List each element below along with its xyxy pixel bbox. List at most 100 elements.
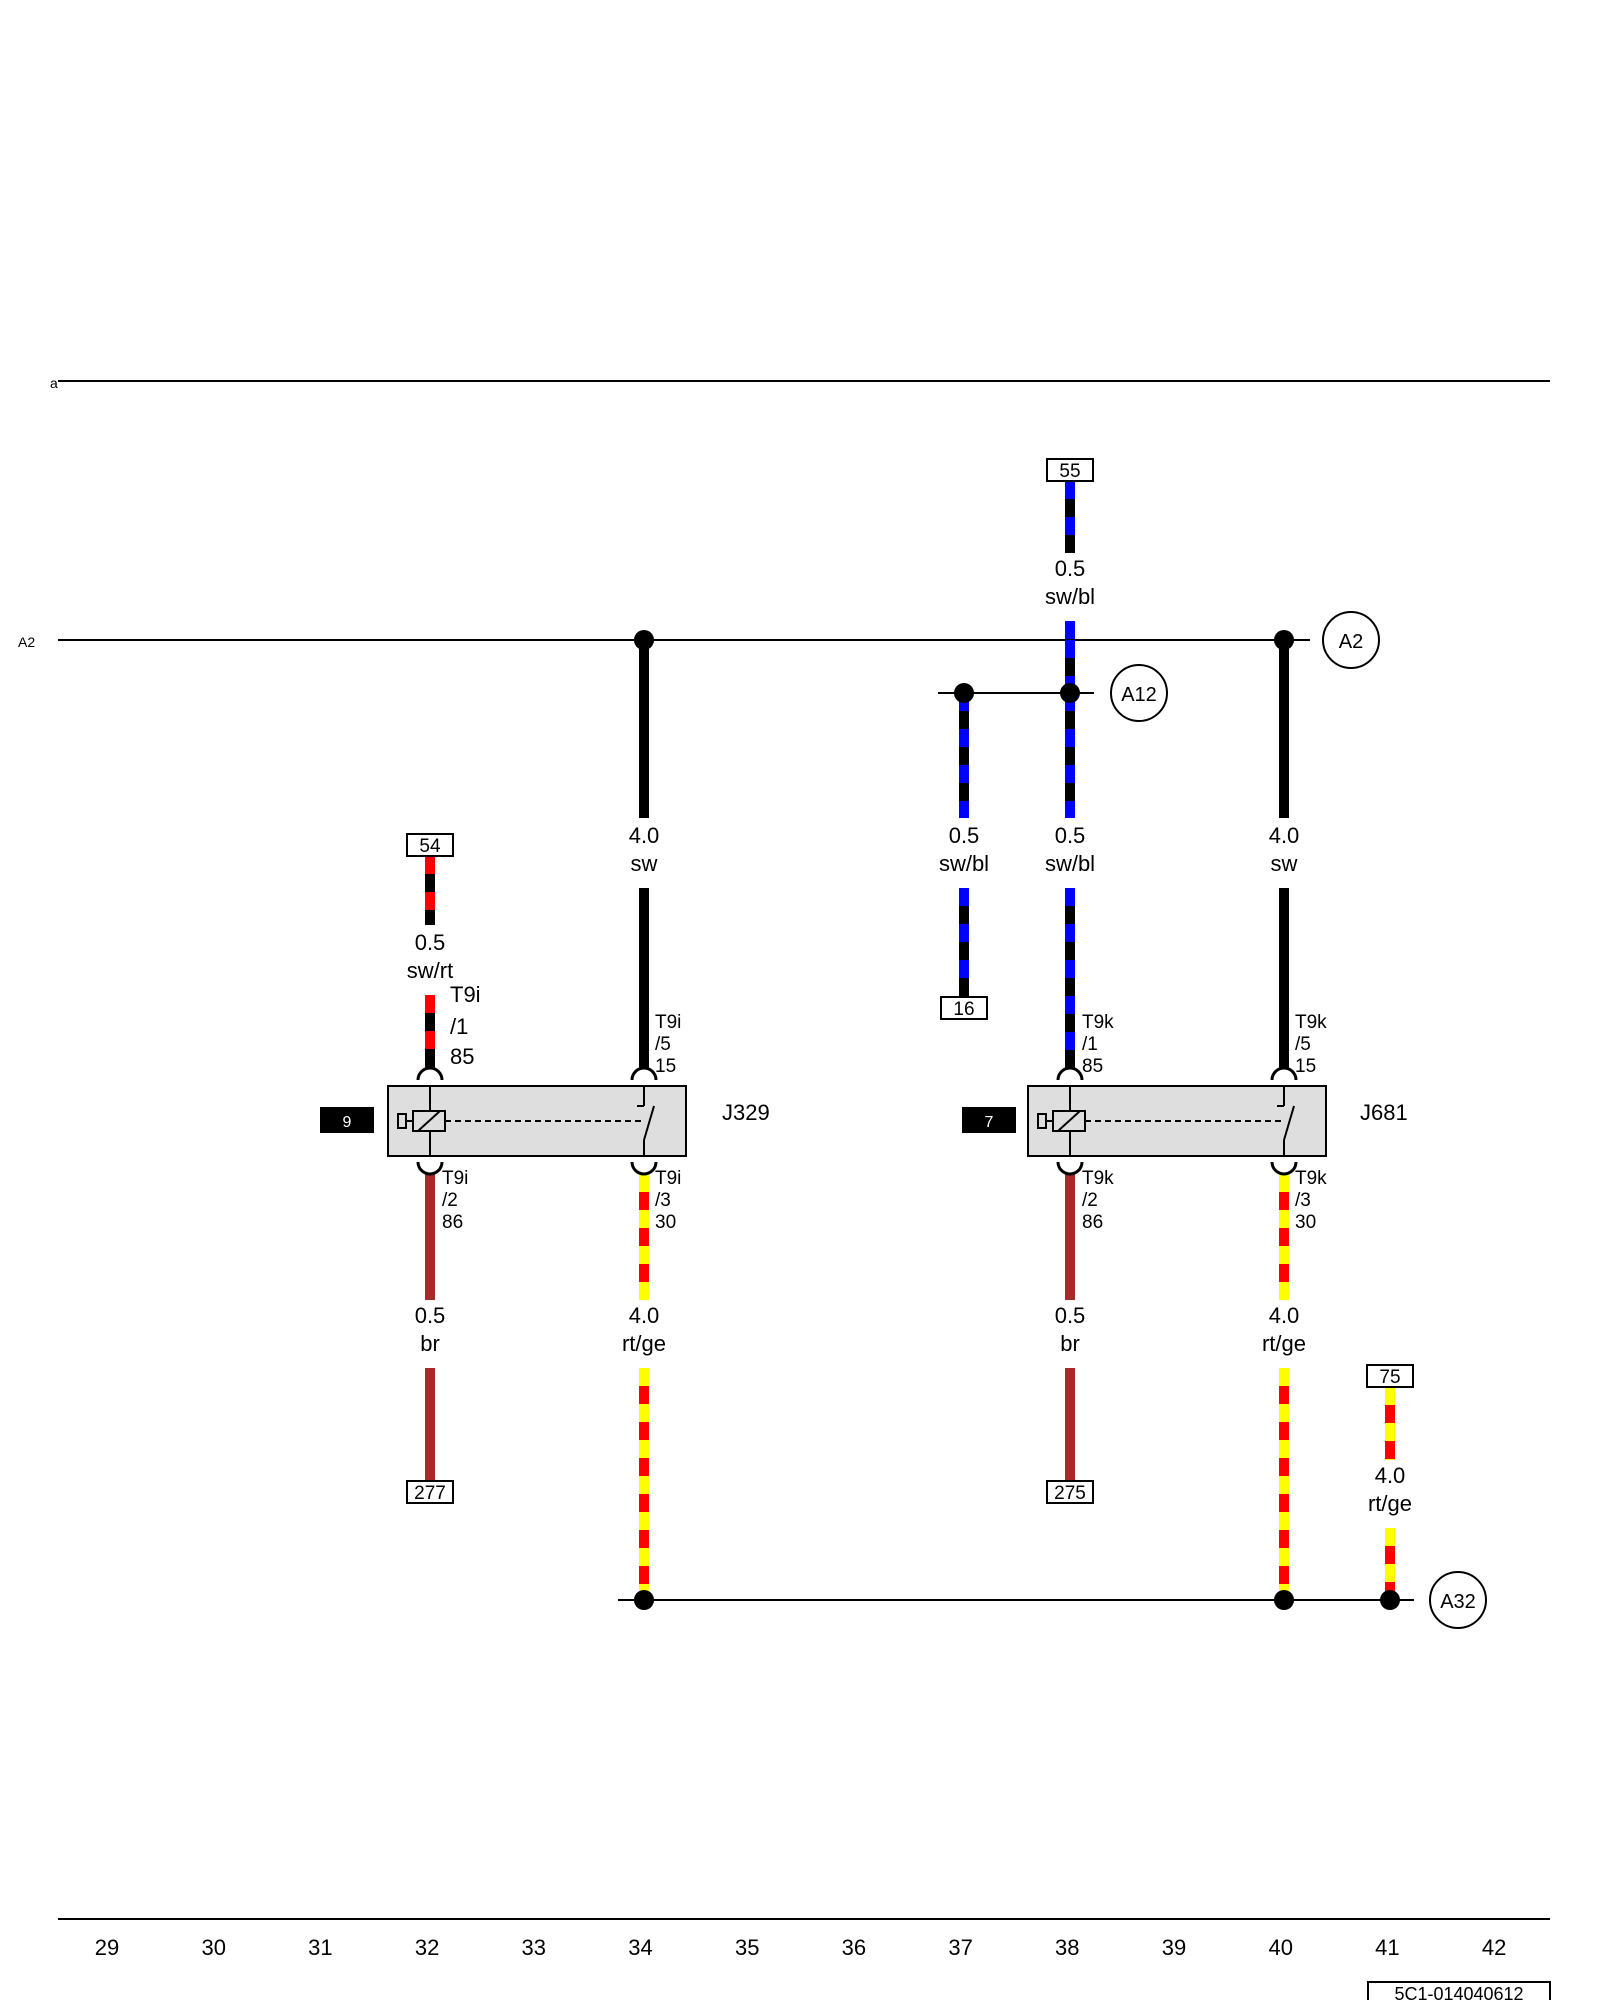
column-number: 30 bbox=[201, 1935, 225, 1960]
svg-text:rt/ge: rt/ge bbox=[1368, 1491, 1412, 1516]
junction-dot bbox=[1274, 1590, 1294, 1610]
pin-label-86: T9i /2 86 bbox=[442, 1168, 468, 1233]
svg-text:0.5: 0.5 bbox=[1055, 556, 1086, 581]
wire-label-37: 0.5 sw/bl bbox=[939, 823, 989, 876]
reference-16[interactable]: 16 bbox=[940, 996, 988, 1020]
svg-text:T9i: T9i bbox=[450, 982, 481, 1007]
svg-text:4.0: 4.0 bbox=[629, 823, 660, 848]
reference-54-label: 54 bbox=[419, 836, 441, 857]
column-number: 29 bbox=[95, 1935, 119, 1960]
svg-text:86: 86 bbox=[1082, 1212, 1103, 1233]
relay-switch-icon bbox=[637, 1086, 655, 1156]
pin-label-15: T9i /5 15 bbox=[655, 1012, 681, 1077]
pin-label-30: T9k /3 30 bbox=[1295, 1168, 1327, 1233]
connector-arc bbox=[1270, 1161, 1298, 1176]
reference-277[interactable]: 277 bbox=[406, 1480, 454, 1504]
svg-text:/2: /2 bbox=[1082, 1190, 1098, 1211]
svg-text:T9k: T9k bbox=[1082, 1168, 1114, 1189]
wire-label-34-top: 4.0 sw bbox=[629, 823, 660, 876]
svg-text:br: br bbox=[420, 1331, 440, 1356]
svg-text:4.0: 4.0 bbox=[1375, 1463, 1406, 1488]
top-marker: a bbox=[50, 375, 58, 391]
column-number: 34 bbox=[628, 1935, 652, 1960]
svg-text:30: 30 bbox=[655, 1212, 676, 1233]
relay-id-label: J681 bbox=[1360, 1100, 1408, 1125]
svg-text:30: 30 bbox=[1295, 1212, 1316, 1233]
svg-text:sw/rt: sw/rt bbox=[407, 958, 453, 983]
junction-dot bbox=[634, 630, 654, 650]
svg-text:rt/ge: rt/ge bbox=[1262, 1331, 1306, 1356]
svg-text:T9i: T9i bbox=[442, 1168, 468, 1189]
junctions bbox=[634, 630, 1400, 1610]
svg-text:/5: /5 bbox=[1295, 1034, 1311, 1055]
relay-position-badge bbox=[320, 1107, 374, 1133]
svg-text:sw/bl: sw/bl bbox=[1045, 851, 1095, 876]
junction-dot bbox=[634, 1590, 654, 1610]
node-a32-label: A32 bbox=[1440, 1591, 1476, 1613]
junction-dot bbox=[1274, 630, 1294, 650]
reference-55[interactable]: 55 bbox=[1046, 458, 1094, 482]
wire-label-40-top: 4.0 sw bbox=[1269, 823, 1300, 876]
reference-55-label: 55 bbox=[1059, 461, 1080, 482]
column-number: 39 bbox=[1162, 1935, 1186, 1960]
svg-text:0.5: 0.5 bbox=[1055, 1303, 1086, 1328]
svg-text:/1: /1 bbox=[1082, 1034, 1098, 1055]
relay-j329[interactable]: 9 J329 T9i /1 85 T9i bbox=[320, 982, 770, 1233]
wire-label-32-bottom: 0.5 br bbox=[415, 1303, 446, 1356]
left-reference-a2: A2 bbox=[18, 634, 35, 650]
column-number: 40 bbox=[1268, 1935, 1292, 1960]
column-number: 42 bbox=[1482, 1935, 1506, 1960]
svg-text:85: 85 bbox=[450, 1044, 474, 1069]
connector-arc bbox=[630, 1066, 658, 1081]
node-a2-label: A2 bbox=[1339, 631, 1363, 653]
reference-75[interactable]: 75 bbox=[1366, 1364, 1414, 1388]
svg-text:0.5: 0.5 bbox=[1055, 823, 1086, 848]
reference-16-label: 16 bbox=[953, 999, 974, 1020]
junction-dot bbox=[1380, 1590, 1400, 1610]
svg-text:T9i: T9i bbox=[655, 1012, 681, 1033]
node-a12-label: A12 bbox=[1121, 684, 1157, 706]
svg-text:T9k: T9k bbox=[1295, 1012, 1327, 1033]
connector-arc bbox=[416, 1161, 444, 1176]
relay-coil-icon bbox=[1037, 1086, 1086, 1156]
column-number: 36 bbox=[842, 1935, 866, 1960]
wire-label-40-bottom: 4.0 rt/ge bbox=[1262, 1303, 1306, 1356]
pin-label-30: T9i /3 30 bbox=[655, 1168, 681, 1233]
wires-layer bbox=[425, 481, 1395, 1600]
svg-text:85: 85 bbox=[1082, 1056, 1103, 1077]
svg-text:0.5: 0.5 bbox=[415, 930, 446, 955]
svg-text:/1: /1 bbox=[450, 1014, 468, 1039]
svg-text:0.5: 0.5 bbox=[415, 1303, 446, 1328]
node-a12: A12 bbox=[1110, 664, 1168, 722]
relay-switch-icon bbox=[1277, 1086, 1295, 1156]
reference-275[interactable]: 275 bbox=[1046, 1480, 1094, 1504]
svg-text:4.0: 4.0 bbox=[1269, 1303, 1300, 1328]
node-a32: A32 bbox=[1429, 1571, 1487, 1629]
svg-text:86: 86 bbox=[442, 1212, 463, 1233]
pin-label-85: T9i /1 85 bbox=[450, 982, 481, 1069]
pin-label-86: T9k /2 86 bbox=[1082, 1168, 1114, 1233]
footer-code: 5C1-014040612 bbox=[1367, 1981, 1551, 2000]
relay-j681[interactable]: 7 J681 T9k /1 85 T9k /5 15 bbox=[962, 1012, 1408, 1233]
relay-id-label: J329 bbox=[722, 1100, 770, 1125]
reference-54[interactable]: 54 bbox=[406, 833, 454, 857]
svg-text:sw/bl: sw/bl bbox=[939, 851, 989, 876]
svg-text:/3: /3 bbox=[655, 1190, 671, 1211]
connector-arc bbox=[630, 1161, 658, 1176]
connector-arc bbox=[1270, 1066, 1298, 1081]
relay-position-badge bbox=[962, 1107, 1016, 1133]
svg-text:br: br bbox=[1060, 1331, 1080, 1356]
wire-label-55: 0.5 sw/bl bbox=[1045, 556, 1095, 609]
svg-text:T9k: T9k bbox=[1295, 1168, 1327, 1189]
svg-text:/3: /3 bbox=[1295, 1190, 1311, 1211]
wire-label-54: 0.5 sw/rt bbox=[407, 930, 453, 983]
reference-75-label: 75 bbox=[1379, 1367, 1400, 1388]
svg-text:sw: sw bbox=[1271, 851, 1298, 876]
svg-text:0.5: 0.5 bbox=[949, 823, 980, 848]
connector-arc bbox=[416, 1066, 444, 1081]
svg-text:15: 15 bbox=[1295, 1056, 1316, 1077]
svg-text:rt/ge: rt/ge bbox=[622, 1331, 666, 1356]
relay-position-label: 7 bbox=[985, 1114, 994, 1131]
